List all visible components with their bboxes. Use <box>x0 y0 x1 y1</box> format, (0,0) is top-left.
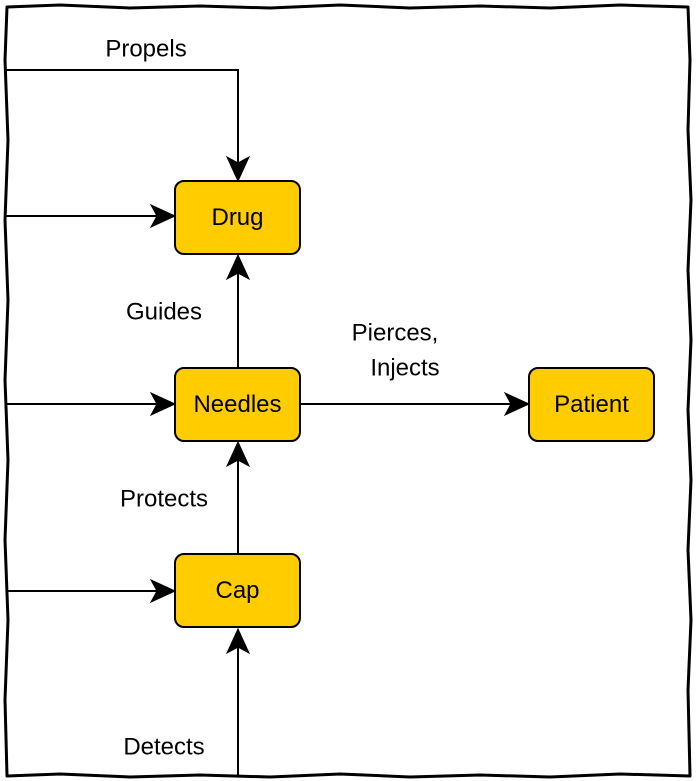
node-drug[interactable]: Drug <box>174 180 301 255</box>
arrowhead-input-needles <box>149 391 177 417</box>
node-needles-label: Needles <box>193 391 281 418</box>
arrowhead-input-drug <box>149 203 177 229</box>
arrowhead-protects <box>225 440 251 468</box>
node-patient-label: Patient <box>554 391 629 418</box>
edge-label-injects: Injects <box>370 355 439 382</box>
node-cap[interactable]: Cap <box>174 553 301 628</box>
edge-label-propels: Propels <box>105 36 186 63</box>
node-cap-label: Cap <box>215 577 259 604</box>
arrowhead-propels <box>225 155 251 183</box>
arrowhead-pierces-injects <box>503 391 531 417</box>
edge-label-guides: Guides <box>126 299 202 326</box>
node-needles[interactable]: Needles <box>174 367 301 442</box>
edge-label-detects: Detects <box>123 734 204 761</box>
arrowhead-detects <box>225 627 251 655</box>
arrowhead-guides <box>225 253 251 281</box>
node-drug-label: Drug <box>211 204 263 231</box>
edge-label-pierces: Pierces, <box>352 320 439 347</box>
diagram-frame <box>3 3 693 779</box>
edge-label-protects: Protects <box>120 486 208 513</box>
node-patient[interactable]: Patient <box>528 367 655 442</box>
arrowhead-input-cap <box>149 578 177 604</box>
edge-propels <box>6 69 239 164</box>
